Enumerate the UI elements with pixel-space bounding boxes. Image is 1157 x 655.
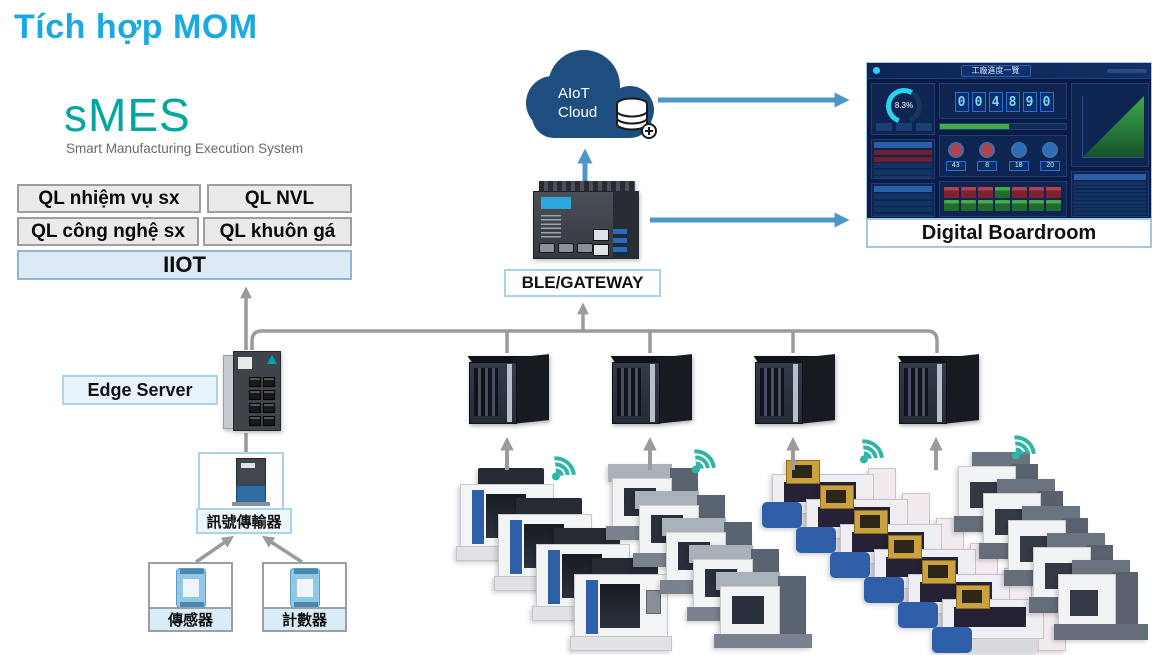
cnc-machine <box>1050 560 1154 644</box>
smes-subtitle: Smart Manufacturing Execution System <box>66 141 304 156</box>
counter-module-icon <box>289 568 320 608</box>
module-ql-cong-nghe-sx: QL công nghệ sx <box>17 217 199 246</box>
cloud-label: AIoT Cloud <box>558 85 598 121</box>
sensor-box: 傳感器 <box>148 562 233 632</box>
cnc-machine <box>566 558 678 653</box>
transmitter-label: 訊號傳輸器 <box>196 508 292 534</box>
counter-digit: 0 <box>954 92 969 112</box>
counter-box: 計數器 <box>262 562 347 632</box>
kpi-item: 18 <box>1008 141 1029 171</box>
counter-label: 計數器 <box>264 607 345 630</box>
counter-digit: 9 <box>1022 92 1037 112</box>
industrial-pc-1 <box>463 354 553 428</box>
counter-digit: 0 <box>1039 92 1054 112</box>
gauge-panel: 8.3% <box>871 83 935 135</box>
area-chart <box>1082 96 1144 158</box>
module-ql-khuon-ga: QL khuôn gá <box>203 217 352 246</box>
boardroom-label: Digital Boardroom <box>866 218 1152 248</box>
kpi-item: 8 <box>977 141 998 171</box>
delta-logo-icon <box>267 355 277 364</box>
industrial-pc-2 <box>606 354 696 428</box>
status-table-right <box>1071 171 1149 217</box>
smes-logo: sMES <box>64 89 191 141</box>
sensor-label: 傳感器 <box>150 607 231 630</box>
dashboard-date <box>1107 68 1147 73</box>
counter-digit: 8 <box>1005 92 1020 112</box>
gauge: 8.3% <box>886 88 922 124</box>
progress-bar <box>939 123 1067 130</box>
aiot-cloud: AIoT Cloud <box>526 50 662 152</box>
industrial-pc-3 <box>749 354 839 428</box>
counter-digit: 4 <box>988 92 1003 112</box>
kpi-item: 20 <box>1040 141 1061 171</box>
edge-switch-device <box>223 349 285 433</box>
page-title: Tích hợp MOM <box>14 8 258 46</box>
gateway-label: BLE/GATEWAY <box>504 269 661 297</box>
trend-chart-panel <box>1071 83 1149 167</box>
industrial-pc-4 <box>893 354 983 428</box>
database-icon <box>616 97 657 139</box>
transmitter-device <box>232 458 272 508</box>
module-ql-nhiem-vu-sx: QL nhiệm vụ sx <box>17 184 201 213</box>
dashboard-title: 工廠進度一覽 <box>960 64 1031 77</box>
edge-server-label: Edge Server <box>62 375 218 405</box>
cnc-machine <box>712 570 820 652</box>
status-grid <box>944 187 1061 211</box>
status-table-left <box>871 139 935 179</box>
machine-status-panel <box>939 181 1067 217</box>
counter-digit: 0 <box>971 92 986 112</box>
module-iiot: IIOT <box>17 250 352 280</box>
gateway-device <box>527 181 645 267</box>
sensor-module-icon <box>175 568 206 608</box>
status-table-left-2 <box>871 183 935 217</box>
dashboard-logo-icon <box>873 67 880 74</box>
kpi-row: 43 8 18 20 <box>939 135 1067 177</box>
kpi-item: 43 <box>945 141 966 171</box>
dashboard-header: 工廠進度一覽 <box>867 63 1151 79</box>
module-ql-nvl: QL NVL <box>207 184 352 213</box>
gauge-stats <box>876 123 932 131</box>
